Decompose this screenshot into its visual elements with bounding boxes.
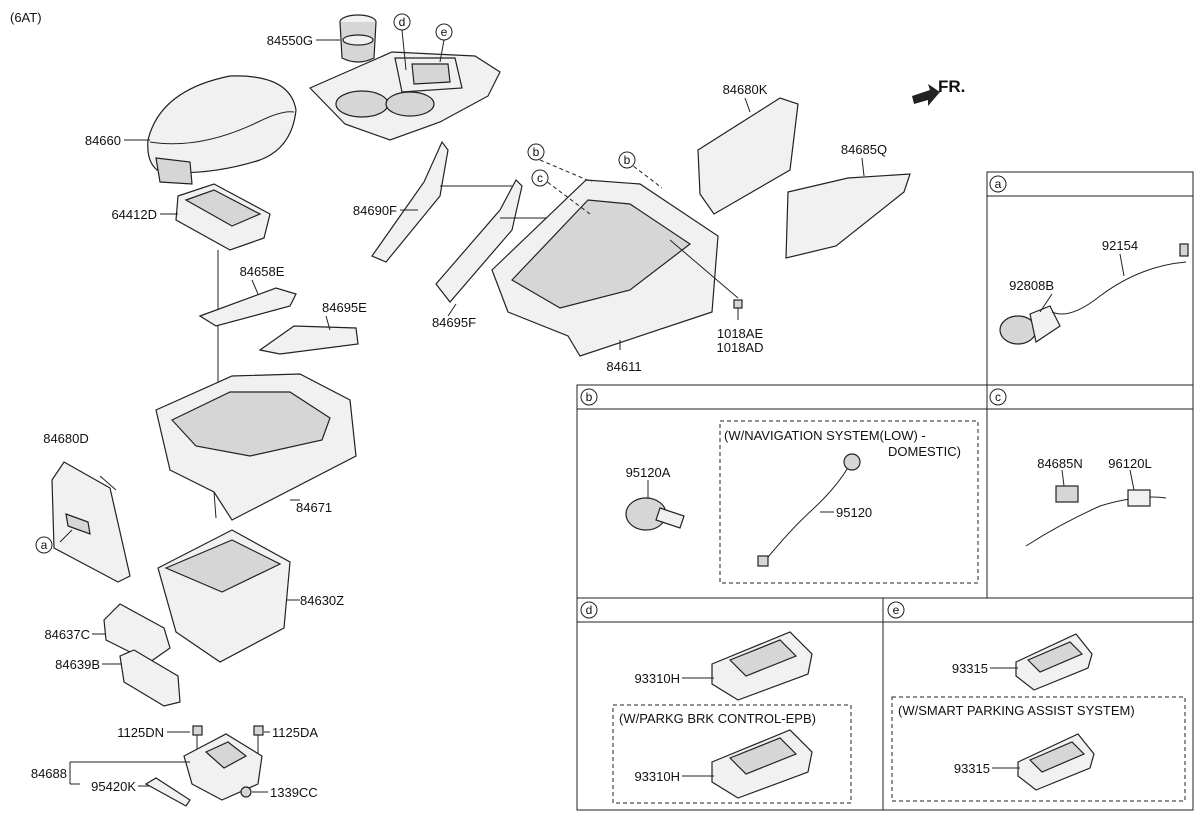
console-storage-box-part	[157, 529, 291, 663]
shifter-trim-part	[198, 287, 297, 327]
bracket-84637C-part	[103, 603, 171, 663]
svg-text:e: e	[893, 603, 900, 617]
label-93315-lower: 93315	[954, 761, 990, 776]
label-84630Z: 84630Z	[300, 593, 344, 608]
svg-text:b: b	[586, 390, 593, 404]
label-95120A: 95120A	[626, 465, 671, 480]
label-84690F: 84690F	[353, 203, 397, 218]
armrest-lid-part	[147, 75, 297, 185]
note-spas: (W/SMART PARKING ASSIST SYSTEM)	[898, 703, 1135, 718]
label-84695F: 84695F	[432, 315, 476, 330]
console-frame-84611-part	[491, 179, 719, 357]
label-92154: 92154	[1102, 238, 1138, 253]
label-1018AD: 1018AD	[717, 340, 764, 355]
note-navigation-line2: DOMESTIC)	[888, 444, 961, 459]
upper-console-bezel-part	[308, 51, 501, 141]
callout-a-diagram: a	[35, 536, 53, 554]
note-epb: (W/PARKG BRK CONTROL-EPB)	[619, 711, 816, 726]
usb-jack-95120A-part	[625, 497, 685, 531]
note-navigation-line1: (W/NAVIGATION SYSTEM(LOW) -	[724, 428, 926, 443]
screw-1018AE	[733, 299, 743, 320]
switch-93315-upper-part	[1015, 633, 1093, 691]
floor-console-body-part	[155, 373, 357, 521]
callout-c-diagram: c	[531, 169, 549, 187]
svg-text:d: d	[399, 15, 406, 29]
bracket-84639B-part	[119, 649, 181, 707]
label-93310H-lower: 93310H	[634, 769, 680, 784]
callout-b-diagram-2: b	[618, 151, 636, 169]
callout-e-panel-header: e	[887, 601, 905, 619]
label-84611: 84611	[606, 359, 641, 374]
label-84639B: 84639B	[55, 657, 100, 672]
svg-text:d: d	[586, 603, 593, 617]
front-direction-label: FR.	[938, 77, 965, 96]
cup-holder-insert-part	[339, 14, 377, 63]
label-1125DA: 1125DA	[272, 725, 318, 740]
cigar-lighter-socket-part	[999, 305, 1061, 345]
bolt-1125DN	[192, 725, 203, 750]
side-trim-84690F-part	[371, 140, 449, 263]
svg-text:b: b	[533, 145, 540, 159]
switch-93315-lower-part	[1017, 733, 1095, 791]
label-84680K: 84680K	[723, 82, 768, 97]
callout-b-diagram-1: b	[527, 143, 545, 161]
callout-d-diagram: d	[393, 13, 411, 31]
switch-93310H-lower-part	[711, 729, 813, 799]
variant-label: (6AT)	[10, 10, 42, 25]
rear-end-cover-part	[51, 461, 131, 583]
svg-text:e: e	[441, 25, 448, 39]
label-84680D: 84680D	[43, 431, 89, 446]
bracket-95420K-part	[144, 777, 191, 807]
callout-e-diagram: e	[435, 23, 453, 41]
side-trim-84695F-part	[435, 179, 523, 303]
label-93315-upper: 93315	[952, 661, 988, 676]
harness-96120L-part	[1025, 489, 1167, 547]
label-84637C: 84637C	[44, 627, 90, 642]
nut-1339CC	[240, 786, 252, 798]
label-84695E: 84695E	[322, 300, 367, 315]
label-1018AE: 1018AE	[717, 326, 764, 341]
label-96120L: 96120L	[1108, 456, 1151, 471]
label-95120: 95120	[836, 505, 872, 520]
label-84685N: 84685N	[1037, 456, 1083, 471]
svg-text:a: a	[41, 538, 48, 552]
label-93310H-upper: 93310H	[634, 671, 680, 686]
callout-c-panel-header: c	[989, 388, 1007, 406]
svg-text:c: c	[995, 390, 1001, 404]
panel-c	[986, 384, 1194, 599]
label-84660: 84660	[85, 133, 121, 148]
svg-text:c: c	[537, 171, 543, 185]
svg-text:a: a	[995, 177, 1002, 191]
callout-d-panel-header: d	[580, 601, 598, 619]
mounting-bracket-assy-part	[183, 733, 263, 801]
label-64412D: 64412D	[111, 207, 157, 222]
label-1125DN: 1125DN	[117, 725, 164, 740]
panel-e	[882, 597, 1194, 811]
label-84550G: 84550G	[267, 33, 313, 48]
label-84658E: 84658E	[240, 264, 285, 279]
label-92808B: 92808B	[1009, 278, 1054, 293]
label-84685Q: 84685Q	[841, 142, 887, 157]
svg-text:b: b	[624, 153, 631, 167]
switch-93310H-upper-part	[711, 631, 813, 701]
callout-b-panel-header: b	[580, 388, 598, 406]
socket-wiring-part	[1051, 243, 1189, 315]
label-95420K: 95420K	[91, 779, 136, 794]
switch-84685N-part	[1055, 485, 1079, 503]
callout-a-panel-header: a	[989, 175, 1007, 193]
label-84671: 84671	[296, 500, 332, 515]
side-trim-upper-part	[258, 325, 359, 355]
side-cover-84680K-part	[697, 97, 799, 215]
usb-harness-95120-part	[757, 453, 861, 567]
front-direction-arrow	[912, 84, 940, 106]
panel-b	[576, 384, 988, 599]
side-cover-84685Q-part	[785, 173, 911, 259]
label-84688: 84688	[31, 766, 67, 781]
storage-tray-part	[175, 183, 271, 251]
label-1339CC: 1339CC	[270, 785, 318, 800]
panel-d	[576, 597, 884, 811]
